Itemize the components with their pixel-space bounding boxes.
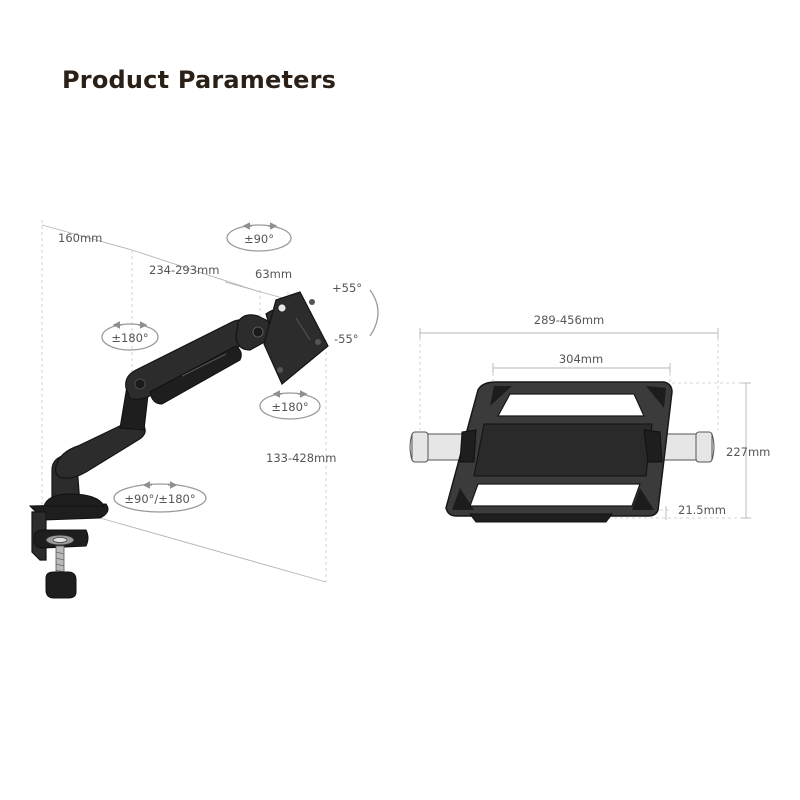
tilt-bracket: [369, 289, 379, 337]
arm-base-width-label: 160mm: [58, 231, 102, 245]
elbow-swivel-label: ±180°: [111, 331, 148, 345]
upper-arm: [125, 319, 254, 405]
arm-dimension-lines: [41, 220, 327, 583]
tray-bottom-window: [469, 483, 641, 507]
tilt-down-label: -55°: [334, 332, 359, 346]
tray-dimension-lines: [419, 328, 751, 520]
rotation-vesa: ±180°: [259, 390, 321, 420]
head-offset-label: 63mm: [255, 267, 292, 281]
desk-clamp: [28, 503, 109, 599]
tray-height-label: 227mm: [726, 445, 770, 459]
vesa-rotation-label: ±180°: [271, 400, 308, 414]
tilt-up-label: +55°: [332, 281, 362, 295]
tray-center-pad: [473, 423, 653, 477]
monitor-arm: [28, 291, 329, 599]
tray-thickness-label: 21.5mm: [678, 503, 726, 517]
tray-width-range-label: 289-456mm: [534, 313, 604, 327]
vesa-plate: [263, 291, 329, 385]
rotation-head-swivel: ±90°: [226, 222, 292, 252]
tray-top-window: [496, 393, 645, 417]
rotation-base: ±90°/±180°: [113, 481, 207, 513]
arm-length-label: 234-293mm: [149, 263, 219, 277]
tray-inner-width-label: 304mm: [559, 352, 603, 366]
rotation-elbow: ±180°: [101, 321, 159, 351]
base-swivel-label: ±90°/±180°: [124, 492, 195, 506]
page-title: Product Parameters: [62, 66, 337, 94]
head-swivel-label: ±90°: [244, 232, 274, 246]
height-range-label: 133-428mm: [266, 451, 336, 465]
laptop-tray: [409, 381, 715, 523]
left-side-clip: [409, 431, 475, 463]
